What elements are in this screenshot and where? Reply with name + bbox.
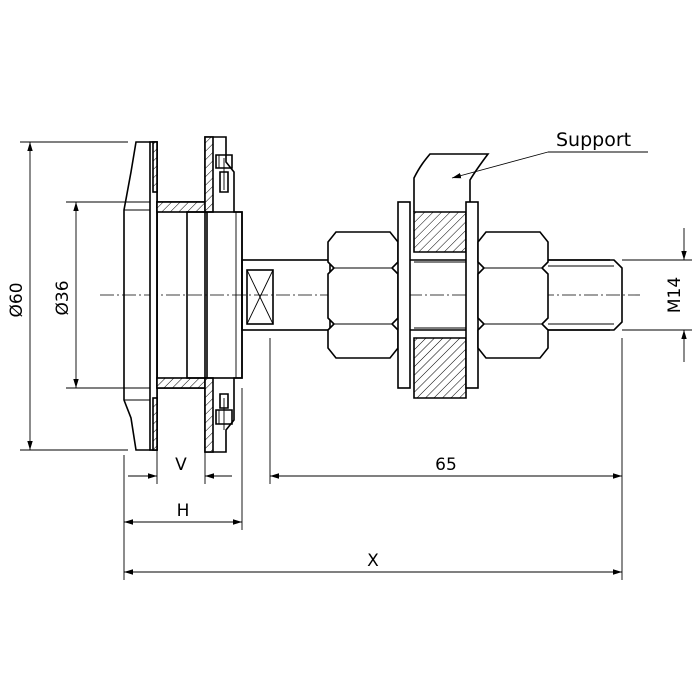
clamp-plate — [186, 136, 243, 453]
support-label: Support — [451, 129, 648, 179]
dim-v-text: V — [175, 455, 187, 475]
dim-v: V — [128, 450, 232, 484]
threaded-end — [548, 259, 623, 331]
dim-shaft-length: 65 — [269, 338, 623, 484]
disc-head — [123, 141, 158, 451]
dim-h-text: H — [177, 501, 190, 521]
washer-left — [397, 201, 411, 389]
support-section — [413, 153, 490, 399]
dim-outer-diameter: Ø60 — [7, 141, 128, 451]
dim-h: H — [123, 388, 243, 580]
hex-nut-right — [477, 231, 549, 359]
dim-thread-text: M14 — [665, 277, 685, 313]
dim-outer-diameter-text: Ø60 — [7, 282, 27, 317]
dim-total-text: X — [367, 551, 379, 571]
dim-thread: M14 — [622, 228, 692, 362]
dim-inner-diameter: Ø36 — [53, 201, 150, 389]
dim-total: X — [124, 484, 623, 580]
hex-nut-left — [327, 231, 399, 359]
washer-right — [465, 201, 479, 389]
support-text: Support — [556, 129, 631, 151]
dim-shaft-length-text: 65 — [435, 455, 457, 475]
dim-inner-diameter-text: Ø36 — [53, 280, 73, 315]
